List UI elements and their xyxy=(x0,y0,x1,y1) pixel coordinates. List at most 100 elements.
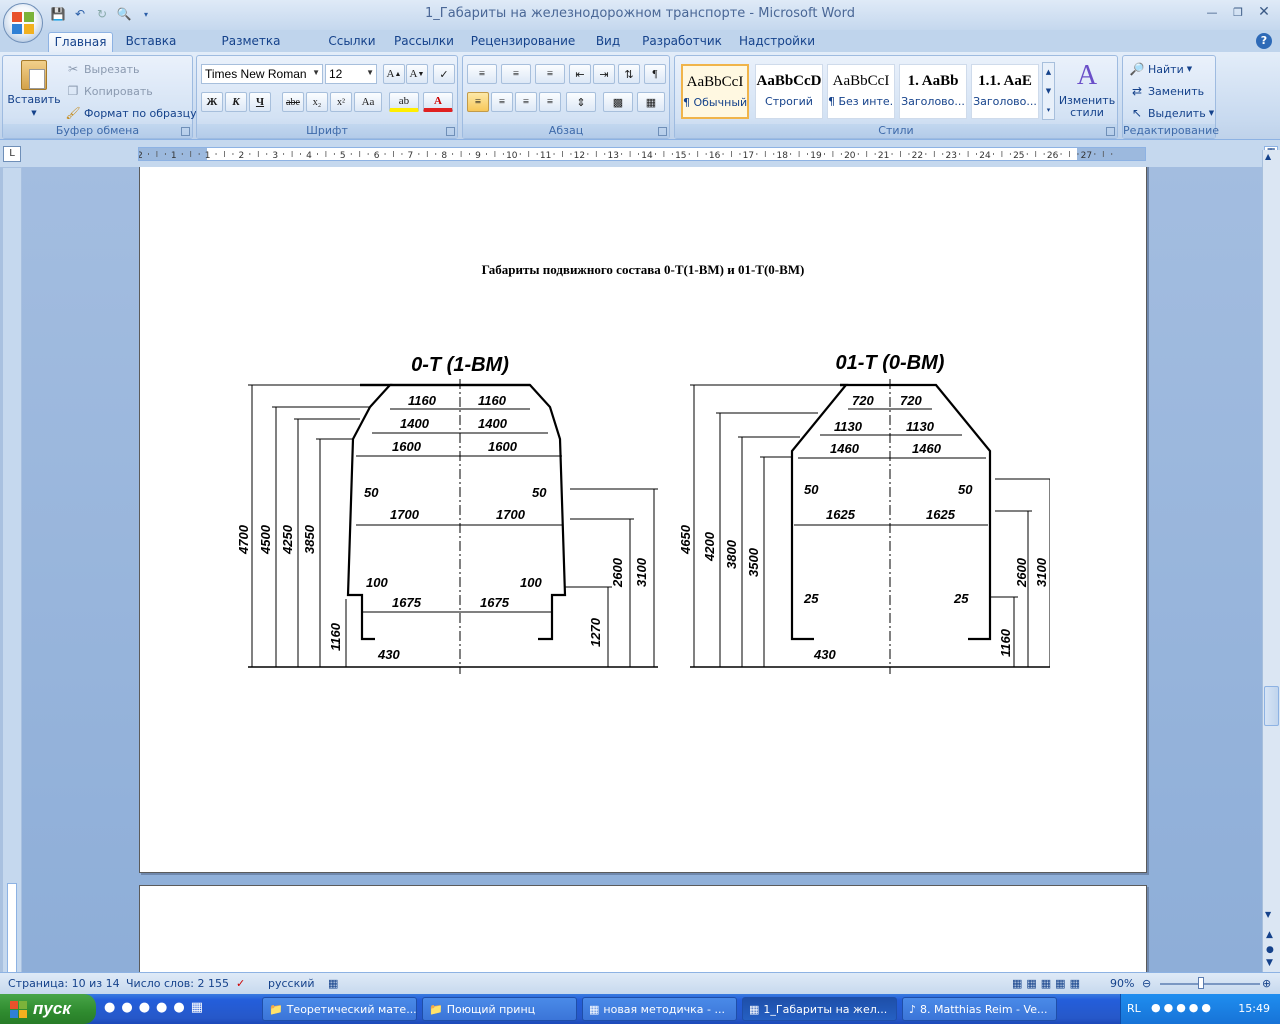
replace-button[interactable]: ⇄Заменить xyxy=(1129,83,1204,99)
shrink-font-button[interactable]: A▼ xyxy=(406,64,428,84)
align-right-icon[interactable]: ≡ xyxy=(515,92,537,112)
justify-icon[interactable]: ≡ xyxy=(539,92,561,112)
maximize-icon[interactable]: ❐ xyxy=(1233,5,1243,19)
zoom-out-icon[interactable]: ⊖ xyxy=(1142,977,1152,990)
redo-icon[interactable]: ↻ xyxy=(96,7,108,21)
tab-selector-icon[interactable]: L xyxy=(3,146,21,162)
app3-icon[interactable]: ▦ xyxy=(190,1000,204,1015)
task-item[interactable]: ♪8. Matthias Reim - Ve... xyxy=(902,997,1057,1021)
styles-launcher-icon[interactable] xyxy=(1106,127,1115,136)
tab-review[interactable]: Рецензирование xyxy=(470,34,576,48)
tab-page-layout[interactable]: Разметка страницы xyxy=(220,34,282,62)
word-count[interactable]: Число слов: 2 155 xyxy=(126,977,229,990)
strikethrough-button[interactable]: abe xyxy=(282,92,304,112)
spelling-icon[interactable]: ✓ xyxy=(236,977,246,990)
office-button[interactable] xyxy=(3,3,43,43)
minimize-icon[interactable]: — xyxy=(1206,5,1218,19)
format-painter-button[interactable]: 🖌Формат по образцу xyxy=(65,106,197,120)
italic-button[interactable]: К xyxy=(225,92,247,112)
style-normal[interactable]: AaBbCcI¶ Обычный xyxy=(681,64,749,119)
decrease-indent-icon[interactable]: ⇤ xyxy=(569,64,591,84)
zoom-slider[interactable] xyxy=(1160,983,1260,985)
change-styles-button[interactable]: A Изменить стили xyxy=(1058,60,1116,119)
change-case-button[interactable]: Aa xyxy=(354,92,382,112)
firefox-icon[interactable]: ● xyxy=(121,1000,133,1015)
font-size-field[interactable]: 12▼ xyxy=(325,64,377,84)
clear-format-icon[interactable]: ✓ xyxy=(433,64,455,84)
cut-button[interactable]: ✂Вырезать xyxy=(65,61,140,77)
pilcrow-icon[interactable]: ¶ xyxy=(644,64,666,84)
view-buttons[interactable]: ▦▦▦▦▦ xyxy=(1012,977,1084,990)
zoom-slider-thumb[interactable] xyxy=(1198,977,1204,989)
paragraph-launcher-icon[interactable] xyxy=(658,127,667,136)
paste-button[interactable]: Вставить ▼ xyxy=(7,60,61,117)
tab-mailings[interactable]: Рассылки xyxy=(394,34,454,48)
undo-icon[interactable]: ↶ xyxy=(74,7,86,21)
language-bar[interactable]: RL xyxy=(1127,1002,1141,1015)
shading-icon[interactable]: ▩ xyxy=(603,92,633,112)
task-item[interactable]: 📁Теоретический мате... xyxy=(262,997,417,1021)
borders-icon[interactable]: ▦ xyxy=(637,92,665,112)
ie-icon[interactable]: ● xyxy=(104,1000,116,1015)
task-item-active[interactable]: ▦1_Габариты на жел... xyxy=(742,997,897,1021)
select-button[interactable]: ↖Выделить▼ xyxy=(1129,105,1214,121)
scroll-up-icon[interactable]: ▲ xyxy=(1265,152,1272,161)
style-no-spacing[interactable]: AaBbCcI¶ Без инте... xyxy=(827,64,895,119)
underline-button[interactable]: Ч xyxy=(249,92,271,112)
page-indicator[interactable]: Страница: 10 из 14 xyxy=(8,977,120,990)
increase-indent-icon[interactable]: ⇥ xyxy=(593,64,615,84)
task-item[interactable]: ▦новая методичка - ... xyxy=(582,997,737,1021)
app2-icon[interactable]: ● xyxy=(173,1000,185,1015)
find-button[interactable]: 🔎Найти▼ xyxy=(1129,62,1193,76)
tab-view[interactable]: Вид xyxy=(595,34,621,48)
font-color-icon[interactable]: A xyxy=(423,92,453,112)
document-page[interactable]: Габариты подвижного состава 0-Т(1-ВМ) и … xyxy=(139,167,1147,873)
customize-qat-icon[interactable]: ▾ xyxy=(143,9,148,19)
align-left-icon[interactable]: ≡ xyxy=(467,92,489,112)
clock[interactable]: 15:49 xyxy=(1238,1002,1270,1015)
numbering-icon[interactable]: ≡ xyxy=(501,64,531,84)
zoom-level[interactable]: 90% xyxy=(1110,977,1135,990)
app-icon[interactable]: ● xyxy=(138,1000,151,1015)
grow-font-button[interactable]: A▲ xyxy=(383,64,405,84)
superscript-button[interactable]: x² xyxy=(330,92,352,112)
bold-button[interactable]: Ж xyxy=(201,92,223,112)
zoom-in-icon[interactable]: ⊕ xyxy=(1262,977,1272,990)
close-icon[interactable]: ✕ xyxy=(1258,4,1270,20)
task-item[interactable]: 📁Поющий принц xyxy=(422,997,577,1021)
document-page-next[interactable] xyxy=(139,885,1147,972)
browse-object-icon[interactable]: ● xyxy=(1266,945,1274,955)
scroll-thumb[interactable] xyxy=(1264,686,1279,726)
paste-dropdown-icon[interactable]: ▼ xyxy=(31,109,37,117)
tab-home[interactable]: Главная xyxy=(48,32,113,52)
start-button[interactable]: пуск xyxy=(0,994,96,1024)
save-icon[interactable]: 💾 xyxy=(50,7,66,21)
line-spacing-icon[interactable]: ⇕ xyxy=(566,92,596,112)
font-name-field[interactable]: Times New Roman▼ xyxy=(201,64,323,84)
bullets-icon[interactable]: ≡ xyxy=(467,64,497,84)
prev-page-icon[interactable]: ▲ xyxy=(1266,930,1273,940)
font-launcher-icon[interactable] xyxy=(446,127,455,136)
clipboard-launcher-icon[interactable] xyxy=(181,127,190,136)
styles-scroll[interactable]: ▲▼▾ xyxy=(1042,62,1055,120)
print-preview-icon[interactable]: 🔍 xyxy=(116,7,132,21)
ie2-icon[interactable]: ● xyxy=(156,1000,168,1015)
scroll-down-icon[interactable]: ▼ xyxy=(1265,910,1272,919)
macro-icon[interactable]: ▦ xyxy=(328,977,339,990)
align-center-icon[interactable]: ≡ xyxy=(491,92,513,112)
language-indicator[interactable]: русский xyxy=(268,977,315,990)
copy-button[interactable]: ❐Копировать xyxy=(65,83,153,99)
vertical-ruler[interactable] xyxy=(3,168,21,973)
subscript-button[interactable]: x₂ xyxy=(306,92,328,112)
highlight-icon[interactable]: ab xyxy=(389,92,419,112)
vertical-scrollbar[interactable]: ▲ ▼ ▲ ● ▼ xyxy=(1262,150,1280,972)
help-icon[interactable]: ? xyxy=(1256,33,1272,49)
multilevel-list-icon[interactable]: ≡ xyxy=(535,64,565,84)
tab-developer[interactable]: Разработчик xyxy=(642,34,722,48)
tab-insert[interactable]: Вставка xyxy=(125,34,177,48)
tray-icons[interactable]: ●●●●● xyxy=(1151,1001,1214,1014)
